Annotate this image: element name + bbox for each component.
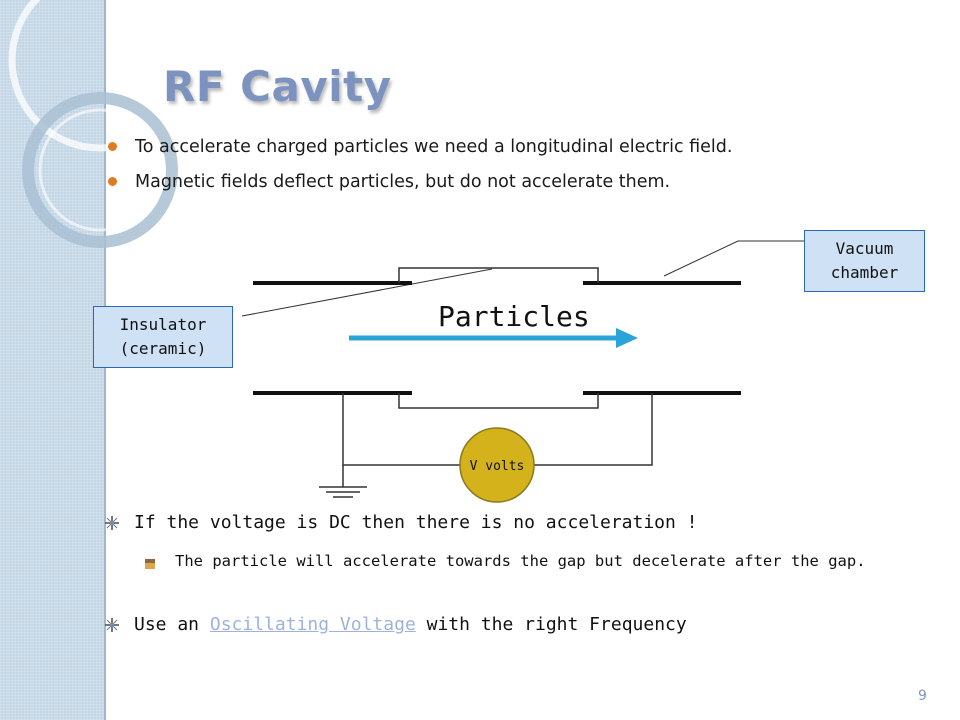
decorative-rings-icon [8,0,192,248]
insulator-label-line2: (ceramic) [119,339,207,358]
voltage-source-icon [459,427,535,503]
upper-gap-insulator [398,267,599,283]
oscillating-voltage-text: Use an Oscillating Voltage with the righ… [134,614,687,635]
circle-bullet-icon [108,142,117,151]
page-number: 9 [918,688,927,704]
star-bullet-icon [105,516,119,530]
bullet-item: Magnetic fields deflect particles, but d… [105,166,732,201]
square-bullet-icon [145,559,155,569]
insulator-leader-line [241,268,493,317]
bullet-text: To accelerate charged particles we need … [135,137,733,157]
circle-bullet-icon [108,177,117,186]
particles-label: Particles [438,300,590,333]
top-bullet-list: To accelerate charged particles we need … [105,131,732,201]
insulator-callout: Insulator (ceramic) [93,306,233,368]
sub-note: The particle will accelerate towards the… [145,548,925,574]
use-suffix: with the right Frequency [426,614,687,635]
use-prefix: Use an [134,614,200,635]
vacuum-label-line2: chamber [830,263,899,282]
slide-title: RF Cavity [163,62,392,111]
oscillating-voltage-link[interactable]: Oscillating Voltage [209,614,416,635]
sub-note-text: The particle will accelerate towards the… [175,552,866,570]
vacuum-leader-line [663,240,804,277]
star-bullet-icon [105,618,119,632]
dc-voltage-text: If the voltage is DC then there is no ac… [134,512,698,533]
bullet-item: To accelerate charged particles we need … [105,131,732,166]
voltage-label: V volts [470,459,525,474]
bullet-text: Magnetic fields deflect particles, but d… [135,172,671,192]
arrow-head-icon [616,328,638,348]
lower-gap-insulator [398,393,599,409]
circuit-wire-left [342,393,460,466]
vacuum-label-line1: Vacuum [835,239,894,258]
insulator-label-line1: Insulator [119,315,207,334]
vacuum-chamber-callout: Vacuum chamber [804,230,925,292]
circuit-wire-right [534,393,653,466]
ground-symbol-icon [319,486,367,498]
